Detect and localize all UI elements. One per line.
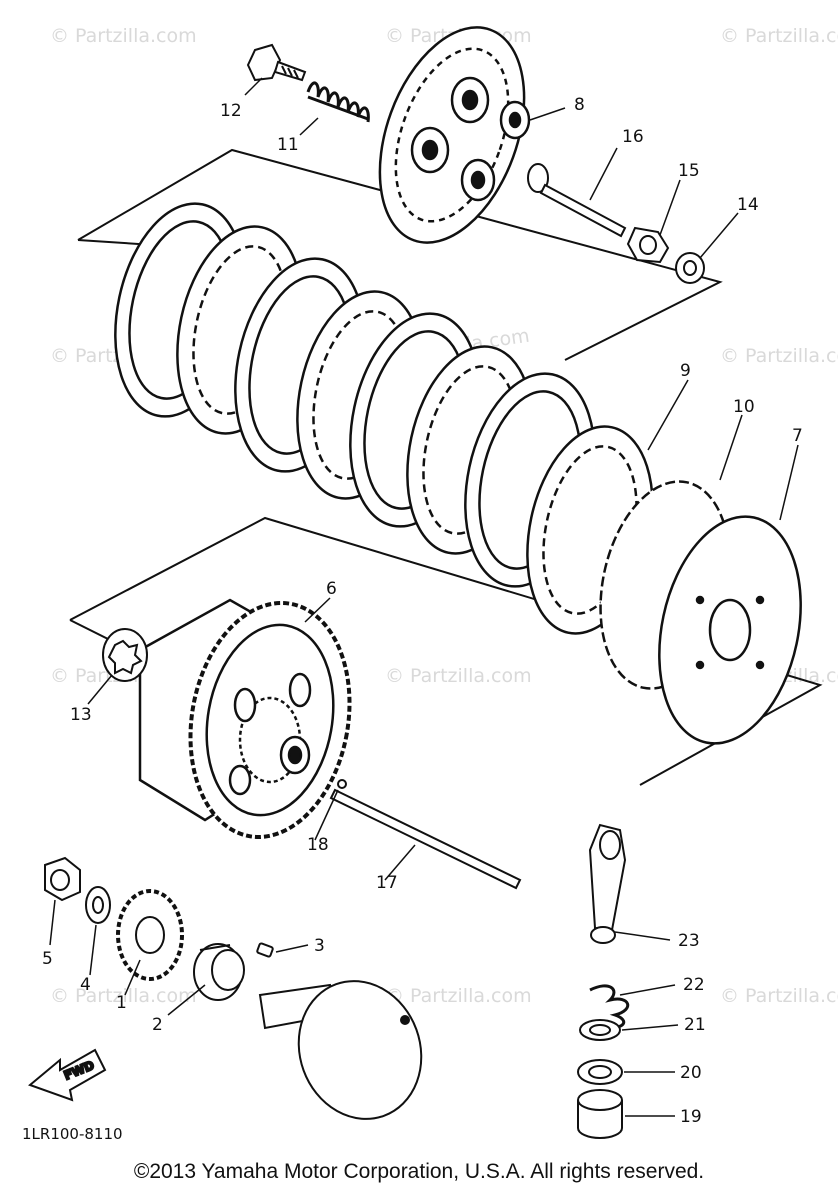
callout-20: 20 <box>680 1063 702 1083</box>
callout-6: 6 <box>326 579 337 599</box>
callout-5: 5 <box>42 949 53 969</box>
copyright-notice: ©2013 Yamaha Motor Corporation, U.S.A. A… <box>133 1160 705 1183</box>
push-rod-assembly <box>527 163 705 284</box>
callout-7: 7 <box>792 426 803 446</box>
callout-13: 13 <box>70 705 92 725</box>
diagram-code: 1LR100-8110 <box>22 1125 123 1143</box>
fwd-arrow-icon: FWD <box>28 1048 107 1102</box>
callout-2: 2 <box>152 1015 163 1035</box>
callout-17: 17 <box>376 873 398 893</box>
push-lever-assembly <box>577 823 629 1139</box>
callout-21: 21 <box>684 1015 706 1035</box>
lock-washer <box>102 628 148 682</box>
callout-1: 1 <box>116 993 127 1013</box>
friction-plate-stack <box>114 202 654 635</box>
bolt <box>246 43 307 82</box>
callout-16: 16 <box>622 127 644 147</box>
clutch-exploded-view: © Partzilla.com © Partzilla.com © Partzi… <box>22 25 838 1143</box>
crankshaft-stub <box>258 980 423 1120</box>
pressure-plate <box>378 26 531 244</box>
push-rod-long <box>329 779 522 890</box>
callout-numbers: 12 11 8 16 15 14 9 10 7 6 13 18 17 5 4 1… <box>42 95 803 1127</box>
primary-drive-parts <box>44 856 274 1001</box>
callout-22: 22 <box>683 975 705 995</box>
callout-12: 12 <box>220 101 242 121</box>
callout-9: 9 <box>680 361 691 381</box>
callout-4: 4 <box>80 975 91 995</box>
clutch-spring <box>306 81 370 123</box>
clutch-housing <box>138 598 352 839</box>
watermark: © Partzilla.com <box>720 345 838 367</box>
callout-3: 3 <box>314 936 325 956</box>
watermark: © Partzilla.com <box>720 985 838 1007</box>
watermark: © Partzilla.com <box>385 985 532 1007</box>
callout-11: 11 <box>277 135 299 155</box>
leader-lines <box>49 77 799 1117</box>
watermark: © Partzilla.com <box>720 25 838 47</box>
callout-18: 18 <box>307 835 329 855</box>
callout-10: 10 <box>733 397 755 417</box>
clutch-boss <box>599 480 802 745</box>
callout-23: 23 <box>678 931 700 951</box>
watermark: © Partzilla.com <box>50 985 197 1007</box>
callout-15: 15 <box>678 161 700 181</box>
callout-14: 14 <box>737 195 759 215</box>
callout-19: 19 <box>680 1107 702 1127</box>
watermark: © Partzilla.com <box>50 25 197 47</box>
callout-8: 8 <box>574 95 585 115</box>
watermark: © Partzilla.com <box>385 665 532 687</box>
